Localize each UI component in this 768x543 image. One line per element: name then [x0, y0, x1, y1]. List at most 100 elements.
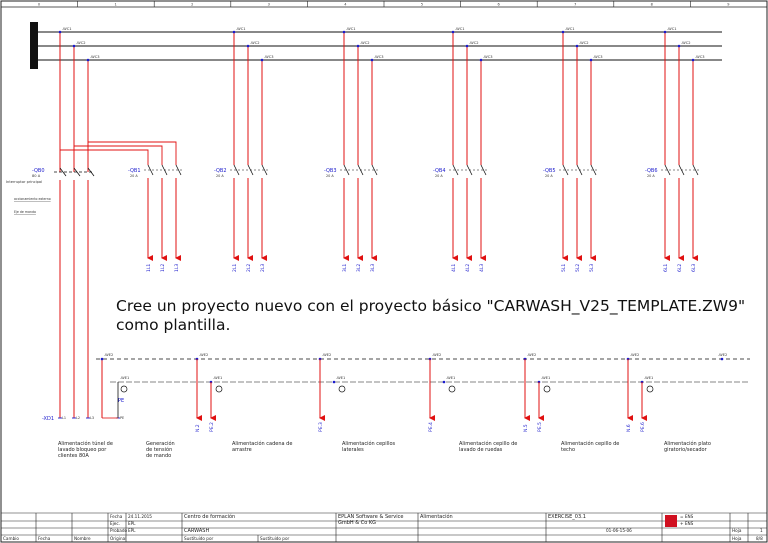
- output-label: 6L2: [677, 264, 683, 272]
- output-label: 4L2: [465, 264, 471, 272]
- pe-label: PE: [118, 398, 124, 404]
- contact: [233, 164, 240, 176]
- bus-label: -WC2: [250, 41, 260, 45]
- column-number: 6: [497, 3, 499, 7]
- bus-label: -WE1: [213, 376, 222, 380]
- output-label: 4L3: [479, 264, 485, 272]
- column-number: 0: [38, 3, 40, 7]
- tb-ejec: EPL: [128, 521, 136, 526]
- main-breaker-subnote: accionamiento externo: [14, 197, 51, 201]
- bus-label: -WE2: [432, 353, 441, 357]
- tb-centro: Centro de formación: [184, 514, 236, 520]
- column-number: 9: [727, 3, 729, 7]
- output-label: 5L3: [589, 264, 595, 272]
- breaker-tag: -QB5: [543, 168, 556, 174]
- tb-nombre-label: Nombre: [74, 536, 91, 541]
- bus-label: -WE2: [104, 353, 113, 357]
- bus-label: -WC2: [579, 41, 589, 45]
- bus-label: -WC2: [681, 41, 691, 45]
- output-label: 6L1: [663, 264, 669, 272]
- contact: [452, 164, 459, 176]
- bus-label: -WE2: [630, 353, 639, 357]
- tb-company-2: GmbH & Co KG: [338, 520, 377, 526]
- tb-hoja-label: Hoja: [732, 528, 742, 533]
- load-label: Alimentación cepillos laterales: [342, 441, 396, 453]
- breaker-tag: -QB6: [645, 168, 658, 174]
- tb-project: CARWASH: [184, 528, 210, 534]
- contact: [343, 164, 350, 176]
- output-label: 5L1: [561, 264, 567, 272]
- bus-label: -WE1: [644, 376, 653, 380]
- tb-cambio-label: Cambio: [3, 536, 19, 541]
- output-label: 4L1: [451, 264, 457, 272]
- instruction-line-1: Cree un proyecto nuevo con el proyecto b…: [116, 297, 746, 315]
- output-label: 3L3: [370, 264, 376, 272]
- junction-dot: [58, 30, 62, 34]
- output-label: PE.2: [209, 422, 215, 432]
- column-number: 3: [268, 3, 270, 7]
- main-breaker-rating: 80 A: [32, 174, 41, 178]
- contact: [590, 164, 597, 176]
- output-label: 3L1: [342, 264, 348, 272]
- breaker-tag: -QB3: [324, 168, 337, 174]
- output-label: 1L3: [174, 264, 180, 272]
- output-label: 1L2: [160, 264, 166, 272]
- bus-label: -WE2: [199, 353, 208, 357]
- tb-eq2: + ENS: [680, 521, 694, 526]
- contact: [371, 164, 378, 176]
- breaker-tag: -QB1: [128, 168, 141, 174]
- junction-dot: [589, 58, 593, 62]
- junction-dot: [86, 58, 90, 62]
- contact: [562, 164, 569, 176]
- contact: [175, 164, 182, 176]
- tb-hojas-label: Hoja: [732, 536, 742, 541]
- column-number: 1: [114, 3, 116, 7]
- junction-dot: [691, 58, 695, 62]
- junction-dot: [465, 44, 469, 48]
- junction-dot: [370, 58, 374, 62]
- bus-label: -WC1: [455, 27, 465, 31]
- terminal-label: L3: [90, 416, 94, 420]
- contact: [480, 164, 487, 176]
- junction-dot: [100, 357, 104, 361]
- tb-ejec-label: Ejec.: [110, 521, 121, 526]
- load-label: Alimentación plato giratorio/secador: [664, 441, 711, 453]
- tb-sheet-title: Alimentación: [420, 514, 453, 520]
- column-number: 7: [574, 3, 576, 7]
- breaker-tag: -QB2: [214, 168, 227, 174]
- junction-dot: [677, 44, 681, 48]
- junction-dot: [246, 44, 250, 48]
- main-breaker-subnote: Eje de mando: [14, 210, 36, 214]
- load-label: Alimentación cadena de arrastre: [232, 441, 293, 453]
- terminal-strip-tag: -XD1: [42, 416, 54, 422]
- junction-dot: [442, 380, 446, 384]
- load-label: Generación de tensión de mando: [146, 441, 175, 459]
- tb-eq1: = ENS: [680, 514, 694, 519]
- bus-label: -WC3: [695, 55, 705, 59]
- bus-label: -WC3: [90, 55, 100, 59]
- bus-label: -WC2: [76, 41, 86, 45]
- breaker-rating: 20 A: [647, 174, 655, 178]
- ground-symbol: [448, 385, 456, 393]
- bus-label: -WC3: [483, 55, 493, 59]
- breaker-rating: 20 A: [130, 174, 138, 178]
- junction-dot: [332, 380, 336, 384]
- bus-label: -WC1: [565, 27, 575, 31]
- column-number: 4: [344, 3, 347, 7]
- bus-label: -WE2: [718, 353, 727, 357]
- ground-symbol: [646, 385, 654, 393]
- junction-dot: [561, 30, 565, 34]
- output-label: 5L2: [575, 264, 581, 272]
- bus-label: -WE2: [527, 353, 536, 357]
- breaker-rating: 20 A: [545, 174, 553, 178]
